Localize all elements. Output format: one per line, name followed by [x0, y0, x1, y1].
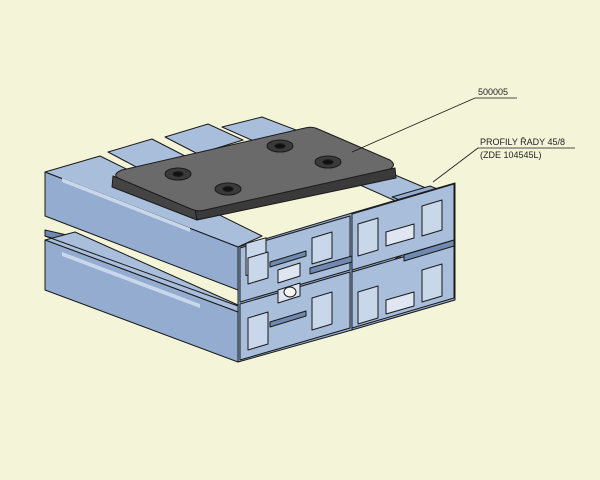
countersunk-screw-icon	[164, 139, 342, 196]
screw-2	[214, 182, 242, 196]
profile-series-label: PROFILY ŘADY 45/8	[480, 137, 565, 147]
profile-end-upper-left	[239, 215, 351, 303]
profile-end-upper-right	[351, 183, 455, 271]
screw-3	[266, 139, 294, 153]
profile-end-lower-left	[239, 271, 351, 361]
callout-plate: 500005	[351, 87, 517, 153]
screw-1	[164, 167, 192, 181]
connection-plate	[111, 126, 397, 221]
plate-part-number-label: 500005	[478, 87, 508, 97]
callout-profile: PROFILY ŘADY 45/8 (ZDE 104545L)	[432, 137, 575, 183]
profile-part-number-label: (ZDE 104545L)	[480, 150, 542, 160]
screw-4	[314, 155, 342, 169]
profile-end-lower-right	[351, 241, 455, 329]
